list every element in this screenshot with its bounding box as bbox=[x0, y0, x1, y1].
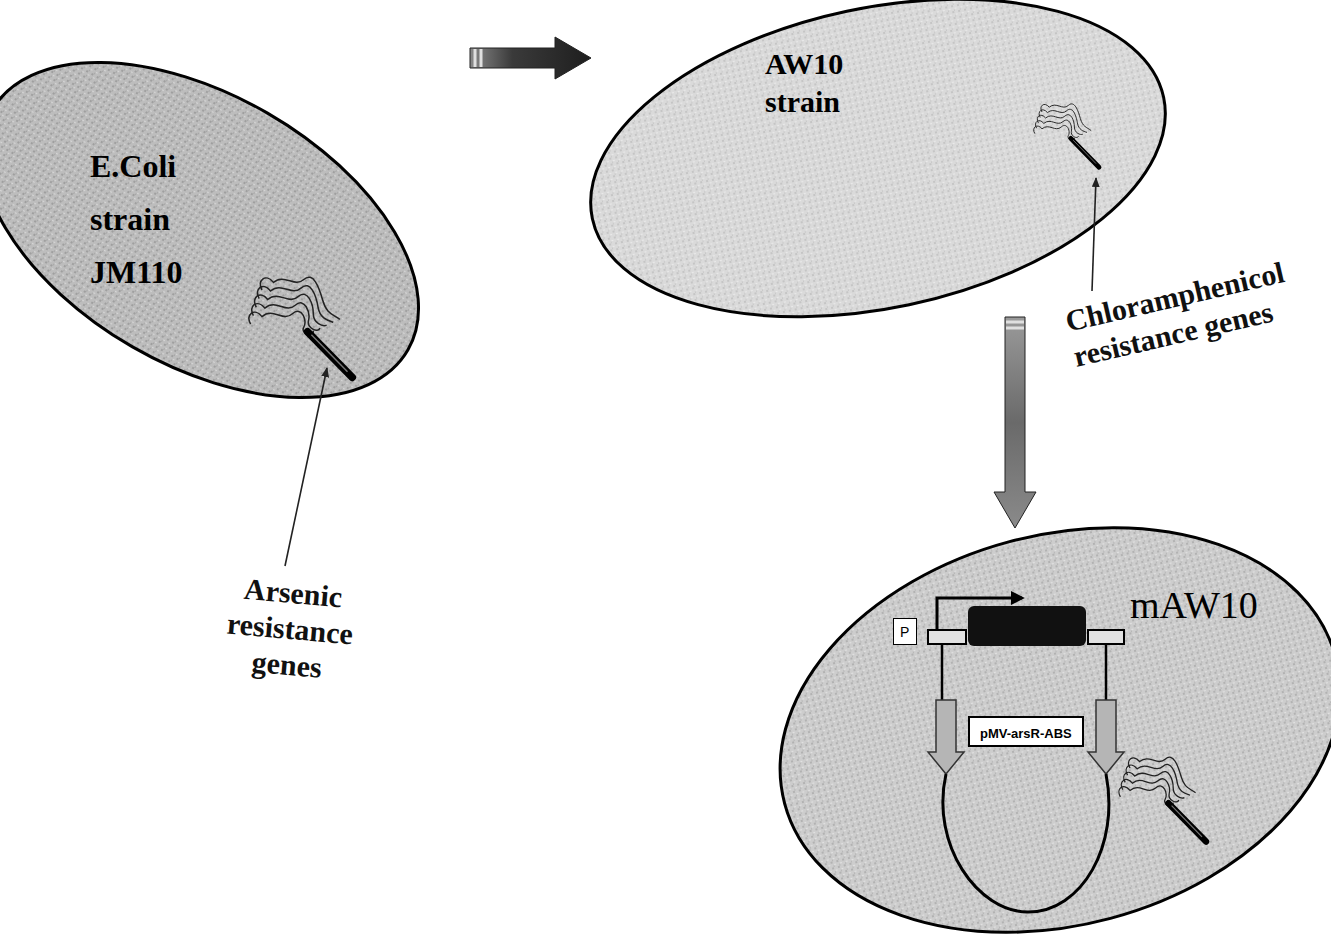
cell-outline bbox=[0, 40, 470, 410]
plasmid-label-box: pMV-arsR-ABS bbox=[968, 716, 1084, 747]
cell-membrane bbox=[0, 0, 475, 467]
vector-line bbox=[941, 644, 944, 700]
arrow-tail-band bbox=[474, 49, 477, 67]
arrow-tail-band bbox=[1006, 321, 1024, 324]
arrow-tail-band bbox=[480, 49, 483, 67]
transformation-step bbox=[470, 37, 591, 79]
cell-name: E.Coli strain JM110 bbox=[90, 140, 220, 298]
arrow-tail-band bbox=[1006, 327, 1024, 330]
block-arrow bbox=[470, 37, 591, 79]
reporter-gene-block bbox=[968, 606, 1086, 646]
cell-name: mAW10 bbox=[1130, 585, 1290, 627]
annotation-label: Chloramphenicol resistance genes bbox=[1060, 248, 1325, 376]
cell-membrane bbox=[734, 468, 1331, 934]
bracket bbox=[1088, 630, 1124, 644]
annotation-label: Arsenic resistance genes bbox=[211, 569, 370, 690]
cell-outline bbox=[591, 0, 1165, 317]
label-slot: Arsenic resistance genes bbox=[211, 569, 370, 690]
box-label: P bbox=[900, 624, 909, 640]
promoter-box: P bbox=[893, 618, 917, 645]
cell-ellipse: AW10 strain bbox=[591, 0, 1165, 317]
block-arrow bbox=[994, 317, 1036, 528]
label-slot: Chloramphenicol resistance genes bbox=[1060, 248, 1325, 376]
bracket bbox=[928, 630, 966, 644]
transformation-step bbox=[994, 317, 1036, 528]
vector-line bbox=[1105, 644, 1108, 700]
cell-ellipse: E.Coli strain JM110 bbox=[0, 40, 470, 410]
cell-name: AW10 strain bbox=[765, 45, 877, 120]
cell-ellipse: mAW10PpMV-arsR-ABS bbox=[780, 528, 1331, 932]
box-label: pMV-arsR-ABS bbox=[980, 727, 1072, 742]
